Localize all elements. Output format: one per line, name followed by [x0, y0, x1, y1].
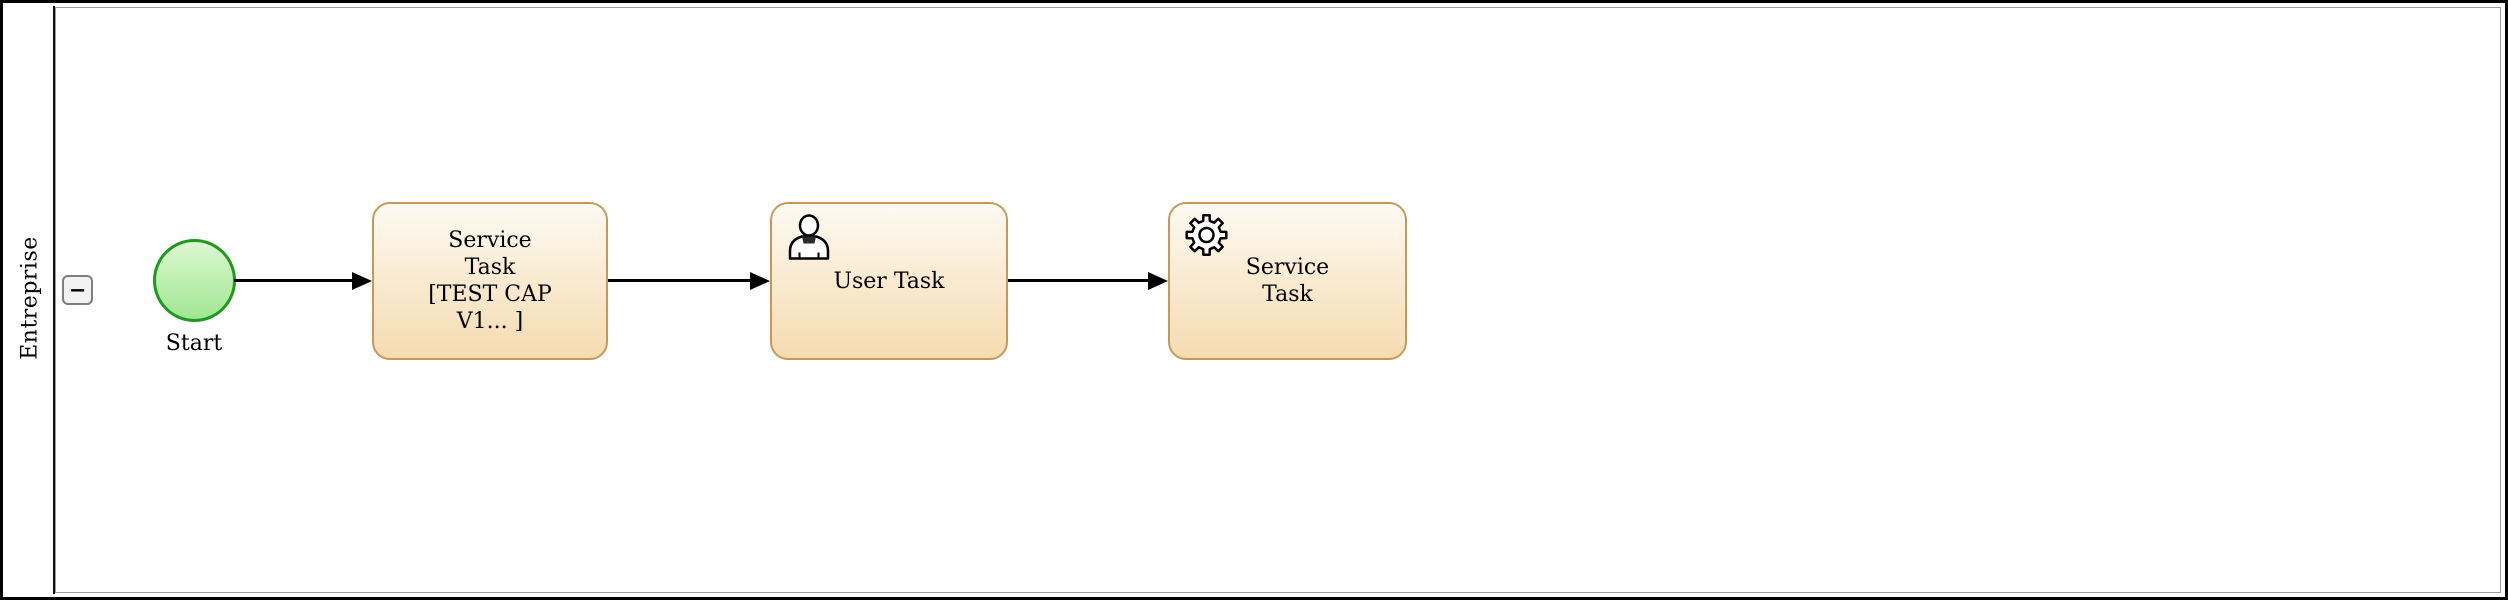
task-label-line: Service: [448, 228, 532, 253]
arrowhead-icon: [1148, 272, 1168, 290]
start-event-label: Start: [165, 331, 223, 356]
lane-content-area: [55, 7, 2501, 593]
pool-collapse-button[interactable]: −: [62, 275, 93, 305]
task-label-line: Task: [464, 255, 516, 280]
user-icon: [788, 213, 830, 267]
task-label-line: Service: [1245, 255, 1330, 280]
user-task[interactable]: User Task: [770, 202, 1008, 360]
sequence-flow-line[interactable]: [608, 279, 751, 282]
task-label-line: Task: [1262, 282, 1313, 307]
sequence-flow-line[interactable]: [234, 279, 353, 282]
arrowhead-icon: [750, 272, 770, 290]
start-event[interactable]: [153, 239, 236, 322]
arrowhead-icon: [352, 272, 372, 290]
pool-label-band: Entreprise: [6, 6, 55, 594]
sequence-flow-line[interactable]: [1008, 279, 1149, 282]
task-label: User Task: [833, 268, 945, 294]
service-task-2[interactable]: Service Task: [1168, 202, 1407, 360]
task-label-line: [TEST CAP: [428, 282, 552, 307]
minus-icon: −: [68, 277, 87, 302]
task-label-line: V1... ]: [456, 309, 524, 334]
service-task-1[interactable]: Service Task [TEST CAP V1... ]: [372, 202, 608, 360]
gear-icon: [1184, 213, 1229, 264]
pool-label: Entreprise: [17, 236, 42, 360]
